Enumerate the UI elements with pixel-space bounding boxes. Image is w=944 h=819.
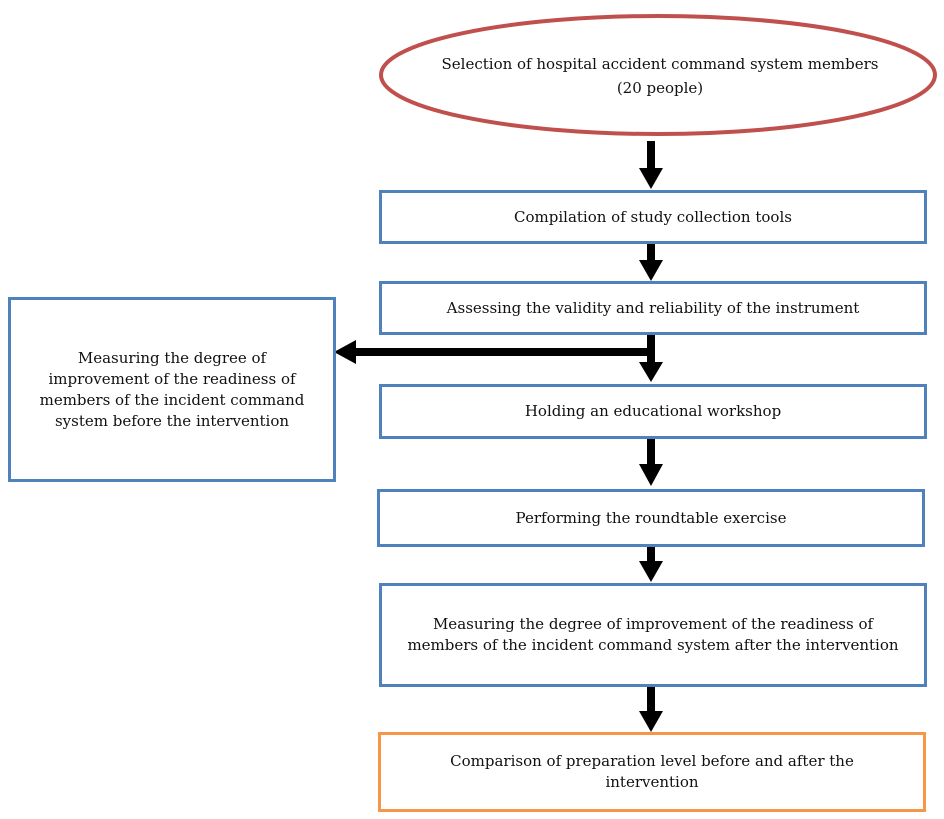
arrow-roundtable-to-post-measure [639,547,663,582]
start-ellipse [379,14,937,136]
compilation-node: Compilation of study collection tools [379,190,927,244]
validity-node: Assessing the validity and reliability o… [379,281,927,335]
comparison-node: Comparison of preparation level before a… [378,732,926,812]
post-measure-node: Measuring the degree of improvement of t… [379,583,927,687]
pre-measure-node: Measuring the degree of improvement of t… [8,297,336,482]
workshop-node: Holding an educational workshop [379,384,927,439]
arrow-workshop-to-roundtable [639,439,663,486]
roundtable-node: Performing the roundtable exercise [377,489,925,547]
arrow-validity-to-pre-measure [334,340,655,364]
arrow-selection-to-compilation [639,141,663,189]
arrow-post-measure-to-comparison [639,687,663,732]
selection-node-label: Selection of hospital accident command s… [441,55,879,97]
arrow-validity-to-workshop [639,334,663,382]
arrow-compilation-to-validity [639,244,663,281]
